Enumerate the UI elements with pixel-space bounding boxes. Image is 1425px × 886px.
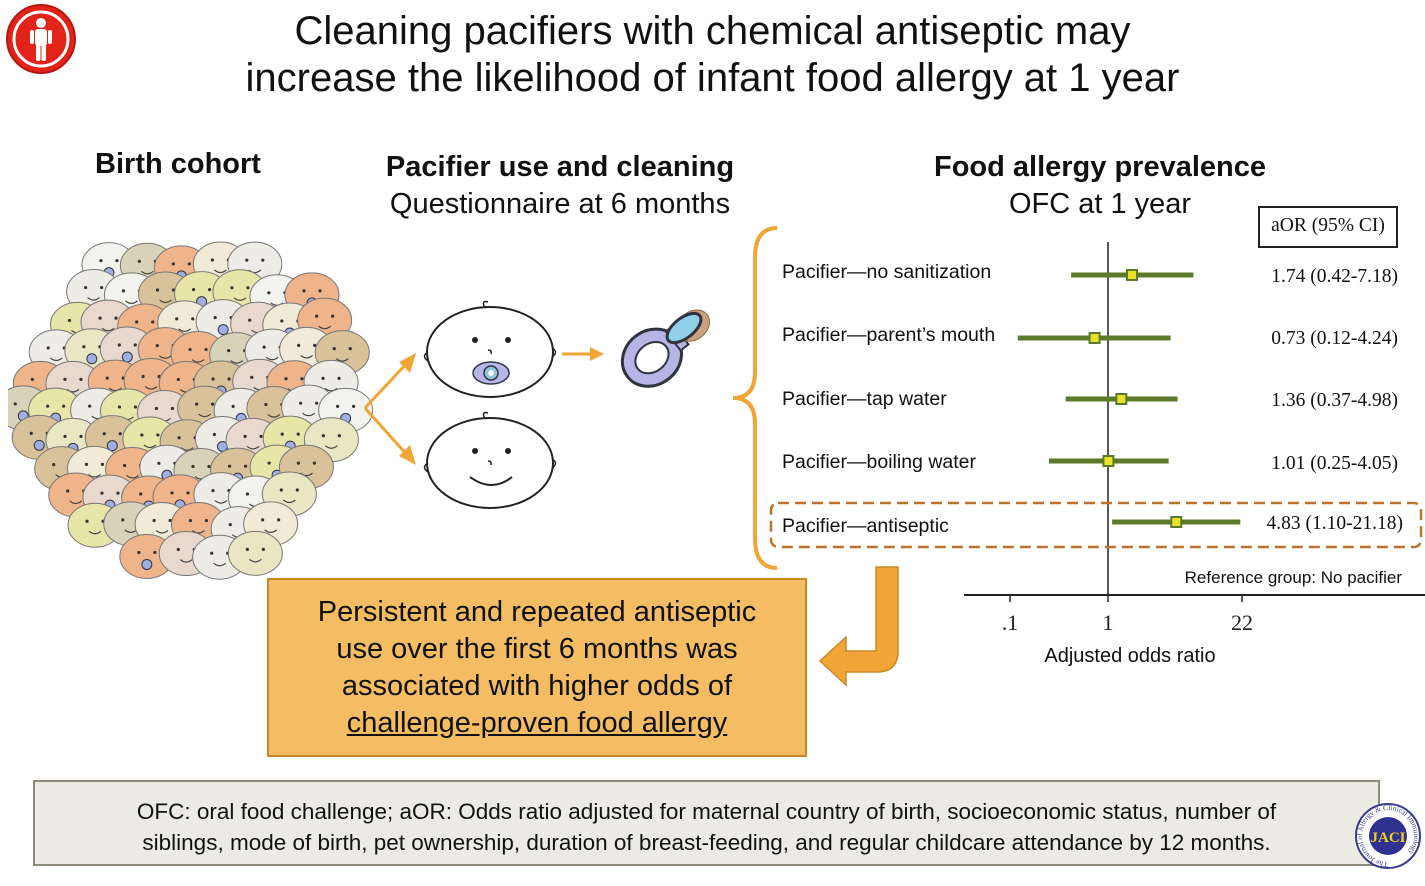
conclusion-line-2: use over the first 6 months was — [336, 633, 738, 665]
prevalence-subheading: OFC at 1 year — [1008, 188, 1192, 220]
point-estimate-3 — [1115, 393, 1128, 405]
forest-row-value-4: 1.01 (0.25-4.05) — [1271, 453, 1398, 474]
pacifier-subheading: Questionnaire at 6 months — [389, 188, 731, 220]
forest-row-value-3: 1.36 (0.37-4.98) — [1271, 390, 1398, 411]
forest-row-label-1: Pacifier—no sanitization — [782, 261, 992, 283]
x-tick-label-3: 22 — [1231, 610, 1253, 635]
footnote-line-1: OFC: oral food challenge; aOR: Odds rati… — [136, 799, 1277, 824]
x-axis-label: Adjusted odds ratio — [1044, 645, 1216, 667]
point-estimate-5 — [1170, 516, 1183, 528]
baby-cohort-illustration — [8, 241, 373, 580]
footnote-box: OFC: oral food challenge; aOR: Odds rati… — [33, 780, 1380, 866]
conclusion-line-4: challenge-proven food allergy — [346, 707, 728, 739]
person-stop-icon — [6, 4, 76, 74]
baby-with-pacifier-icon — [423, 300, 557, 398]
conclusion-box: Persistent and repeated antiseptic use o… — [267, 578, 807, 757]
prevalence-heading: Food allergy prevalence — [933, 151, 1266, 183]
point-estimate-4 — [1102, 455, 1115, 467]
forest-row-value-5: 4.83 (1.10-21.18) — [1266, 513, 1403, 534]
baby-without-pacifier-icon — [423, 411, 557, 509]
forest-row-label-4: Pacifier—boiling water — [782, 451, 977, 473]
forest-plot: .1 1 22 — [964, 242, 1425, 635]
forest-row-label-3: Pacifier—tap water — [782, 388, 947, 410]
highlight-box-5 — [769, 501, 1423, 549]
page-title: Cleaning pacifiers with chemical antisep… — [0, 8, 1425, 102]
forest-row-label-5: Pacifier—antiseptic — [782, 515, 949, 537]
point-estimate-2 — [1088, 332, 1101, 344]
highlight-box-overlay — [769, 501, 1423, 549]
title-line-1: Cleaning pacifiers with chemical antisep… — [294, 9, 1131, 53]
baby-face-icon — [227, 530, 283, 576]
grouping-brace — [732, 226, 778, 570]
bent-arrow — [818, 566, 899, 687]
footnote-line-2: siblings, mode of birth, pet ownership, … — [142, 830, 1271, 855]
forest-row-value-1: 1.74 (0.42-7.18) — [1271, 266, 1398, 287]
conclusion-line-3: associated with higher odds of — [341, 670, 733, 702]
title-line-2: increase the likelihood of infant food a… — [245, 56, 1180, 100]
aor-header: aOR (95% CI) — [1258, 206, 1398, 248]
conclusion-line-1: Persistent and repeated antiseptic — [317, 596, 757, 628]
cohort-arrows — [363, 347, 604, 465]
pacifier-icon — [620, 309, 711, 388]
seal-abbrev: JACI — [1370, 830, 1405, 846]
jaci-seal-logo: The Journal of Allergy & Clinical Immuno… — [1355, 803, 1421, 869]
forest-row-label-2: Pacifier—parent’s mouth — [782, 324, 996, 346]
cohort-heading: Birth cohort — [95, 148, 261, 180]
x-tick-label-1: .1 — [1002, 610, 1019, 635]
point-estimate-1 — [1126, 269, 1139, 281]
pacifier-heading: Pacifier use and cleaning — [385, 151, 735, 183]
x-tick-label-2: 1 — [1103, 610, 1114, 635]
reference-note: Reference group: No pacifier — [1184, 568, 1402, 587]
forest-row-value-2: 0.73 (0.12-4.24) — [1271, 328, 1398, 349]
